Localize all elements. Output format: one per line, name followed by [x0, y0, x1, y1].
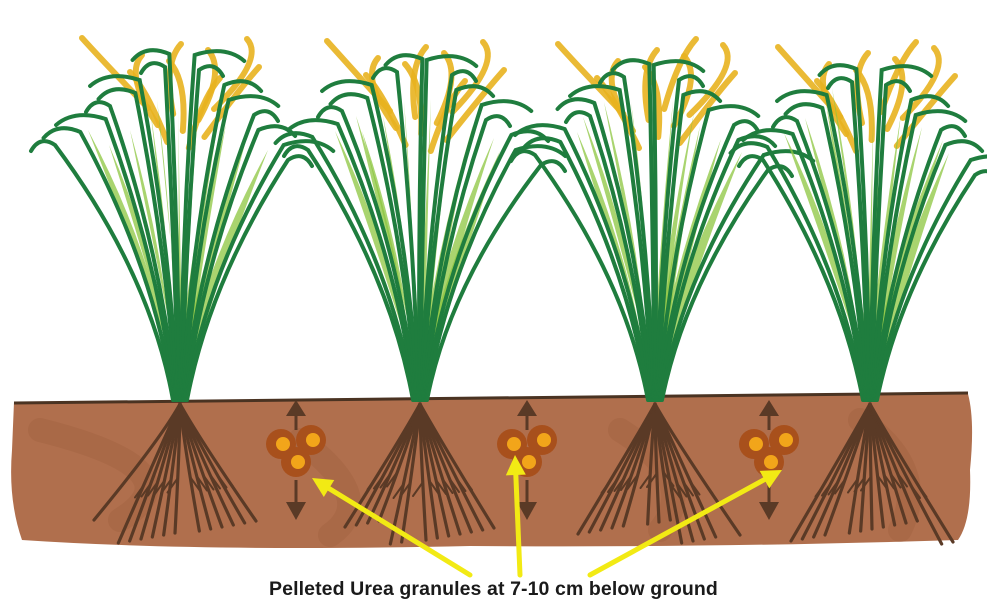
rice-plant [31, 38, 333, 400]
urea-granule [281, 447, 311, 477]
rice-plants [31, 38, 987, 400]
diagram-caption: Pelleted Urea granules at 7-10 cm below … [0, 578, 987, 601]
rice-plant [511, 39, 813, 400]
rice-plant [276, 41, 566, 400]
rice-plant [731, 42, 987, 400]
